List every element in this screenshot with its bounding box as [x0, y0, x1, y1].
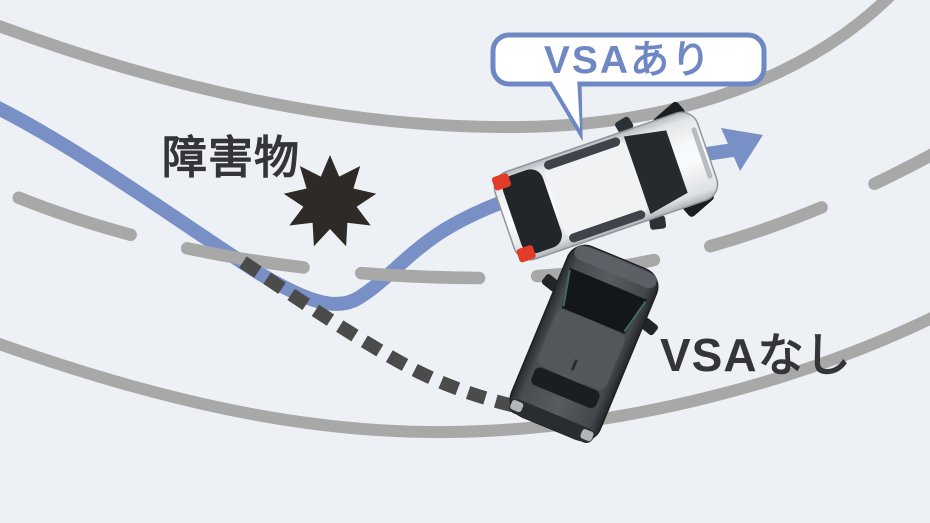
no-vsa-car-rear-trim-left: [510, 400, 524, 413]
road-outer-edge-line: [0, 0, 895, 134]
vsa-car-roof-rail-right: [569, 210, 646, 243]
vsa-car-taillight-left: [491, 173, 511, 191]
vsa-car-mirror-right-icon: [649, 215, 667, 230]
vsa-car-grille: [691, 127, 713, 179]
vsa-car-rear-glass: [502, 169, 562, 254]
no-vsa-car-windshield: [561, 267, 648, 334]
no-vsa-car-a-pillar-left: [562, 269, 571, 307]
no-vsa-car-rear-trim-right: [580, 429, 594, 442]
no-vsa-car-rear-bumper: [509, 399, 594, 443]
vsa-car-roof-rail-left: [544, 137, 621, 170]
vsa-path-arrowhead-icon: [721, 128, 763, 171]
speech-bubble-tail-fill: [549, 77, 580, 129]
no-vsa-car-roof: [537, 309, 625, 390]
obstacle-label: 障害物: [162, 132, 300, 183]
no-vsa-car-front-bumper: [574, 245, 657, 289]
no-vsa-car-a-pillar-right: [623, 300, 647, 333]
no-vsa-car-antenna: [571, 359, 578, 371]
no-vsa-car-rear-window: [531, 367, 600, 409]
vsa-car-roof: [544, 141, 647, 239]
no-vsa-car: [509, 244, 659, 443]
speech-bubble: VSAあり: [490, 32, 767, 142]
vsa-car: [491, 101, 719, 263]
obstacle-star-icon: [283, 155, 377, 247]
road-inner-edge-line: [0, 312, 930, 439]
speech-bubble-box: [490, 32, 767, 87]
vsa-car-windshield: [623, 130, 688, 215]
vsa-car-taillight-right: [516, 245, 536, 263]
vsa-on-label: VSAあり: [544, 39, 712, 82]
road-center-dashed-line: [0, 148, 930, 285]
vsa-off-label: VSAなし: [660, 329, 852, 381]
